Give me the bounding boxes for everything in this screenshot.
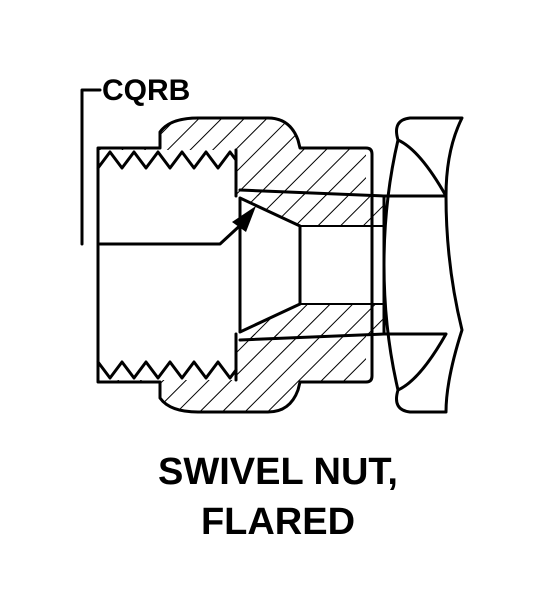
- thread-upper: [96, 150, 238, 170]
- hex-flats: [382, 138, 448, 392]
- callout-code-label: CQRB: [102, 74, 190, 107]
- leader-line: [98, 218, 248, 246]
- title-line-1: SWIVEL NUT,: [158, 451, 398, 493]
- thread-lower: [96, 360, 238, 380]
- flare-seat: [238, 196, 302, 334]
- tube-bore: [300, 225, 384, 305]
- nut-hatching: [98, 118, 384, 412]
- hex-body: [382, 116, 464, 414]
- nut-outline: [96, 116, 374, 414]
- title-line-2: FLARED: [201, 501, 355, 543]
- callout-leader-bracket: [80, 88, 102, 246]
- leader-arrowhead: [232, 206, 256, 232]
